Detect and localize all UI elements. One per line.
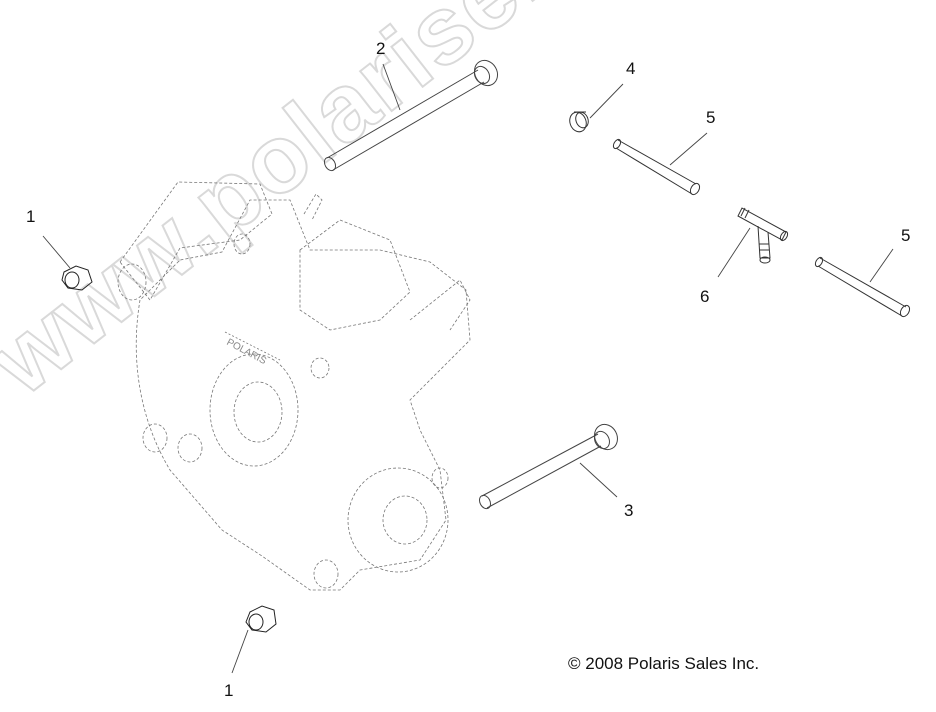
hose-5a-icon [612, 138, 701, 196]
flange-nut-1a-icon [61, 265, 93, 291]
transmission-housing-icon [117, 181, 471, 591]
callout-4: 4 [626, 59, 636, 78]
callout-2: 2 [376, 39, 386, 58]
hose-clamp-4-icon [569, 111, 589, 133]
hose-5b-icon [814, 256, 911, 318]
tee-fitting-6-icon [737, 207, 789, 264]
callout-5b: 5 [901, 226, 911, 245]
leader-lines [42, 63, 894, 674]
copyright-notice: © 2008 Polaris Sales Inc. [568, 654, 760, 673]
bolt-2-icon [323, 59, 499, 172]
callout-5a: 5 [706, 108, 716, 127]
callout-1a: 1 [26, 207, 36, 226]
callout-1b: 1 [224, 681, 234, 700]
flange-nut-1b-icon [245, 605, 277, 633]
bolt-3-icon [478, 423, 618, 510]
callout-6: 6 [700, 287, 710, 306]
callout-3: 3 [624, 501, 634, 520]
